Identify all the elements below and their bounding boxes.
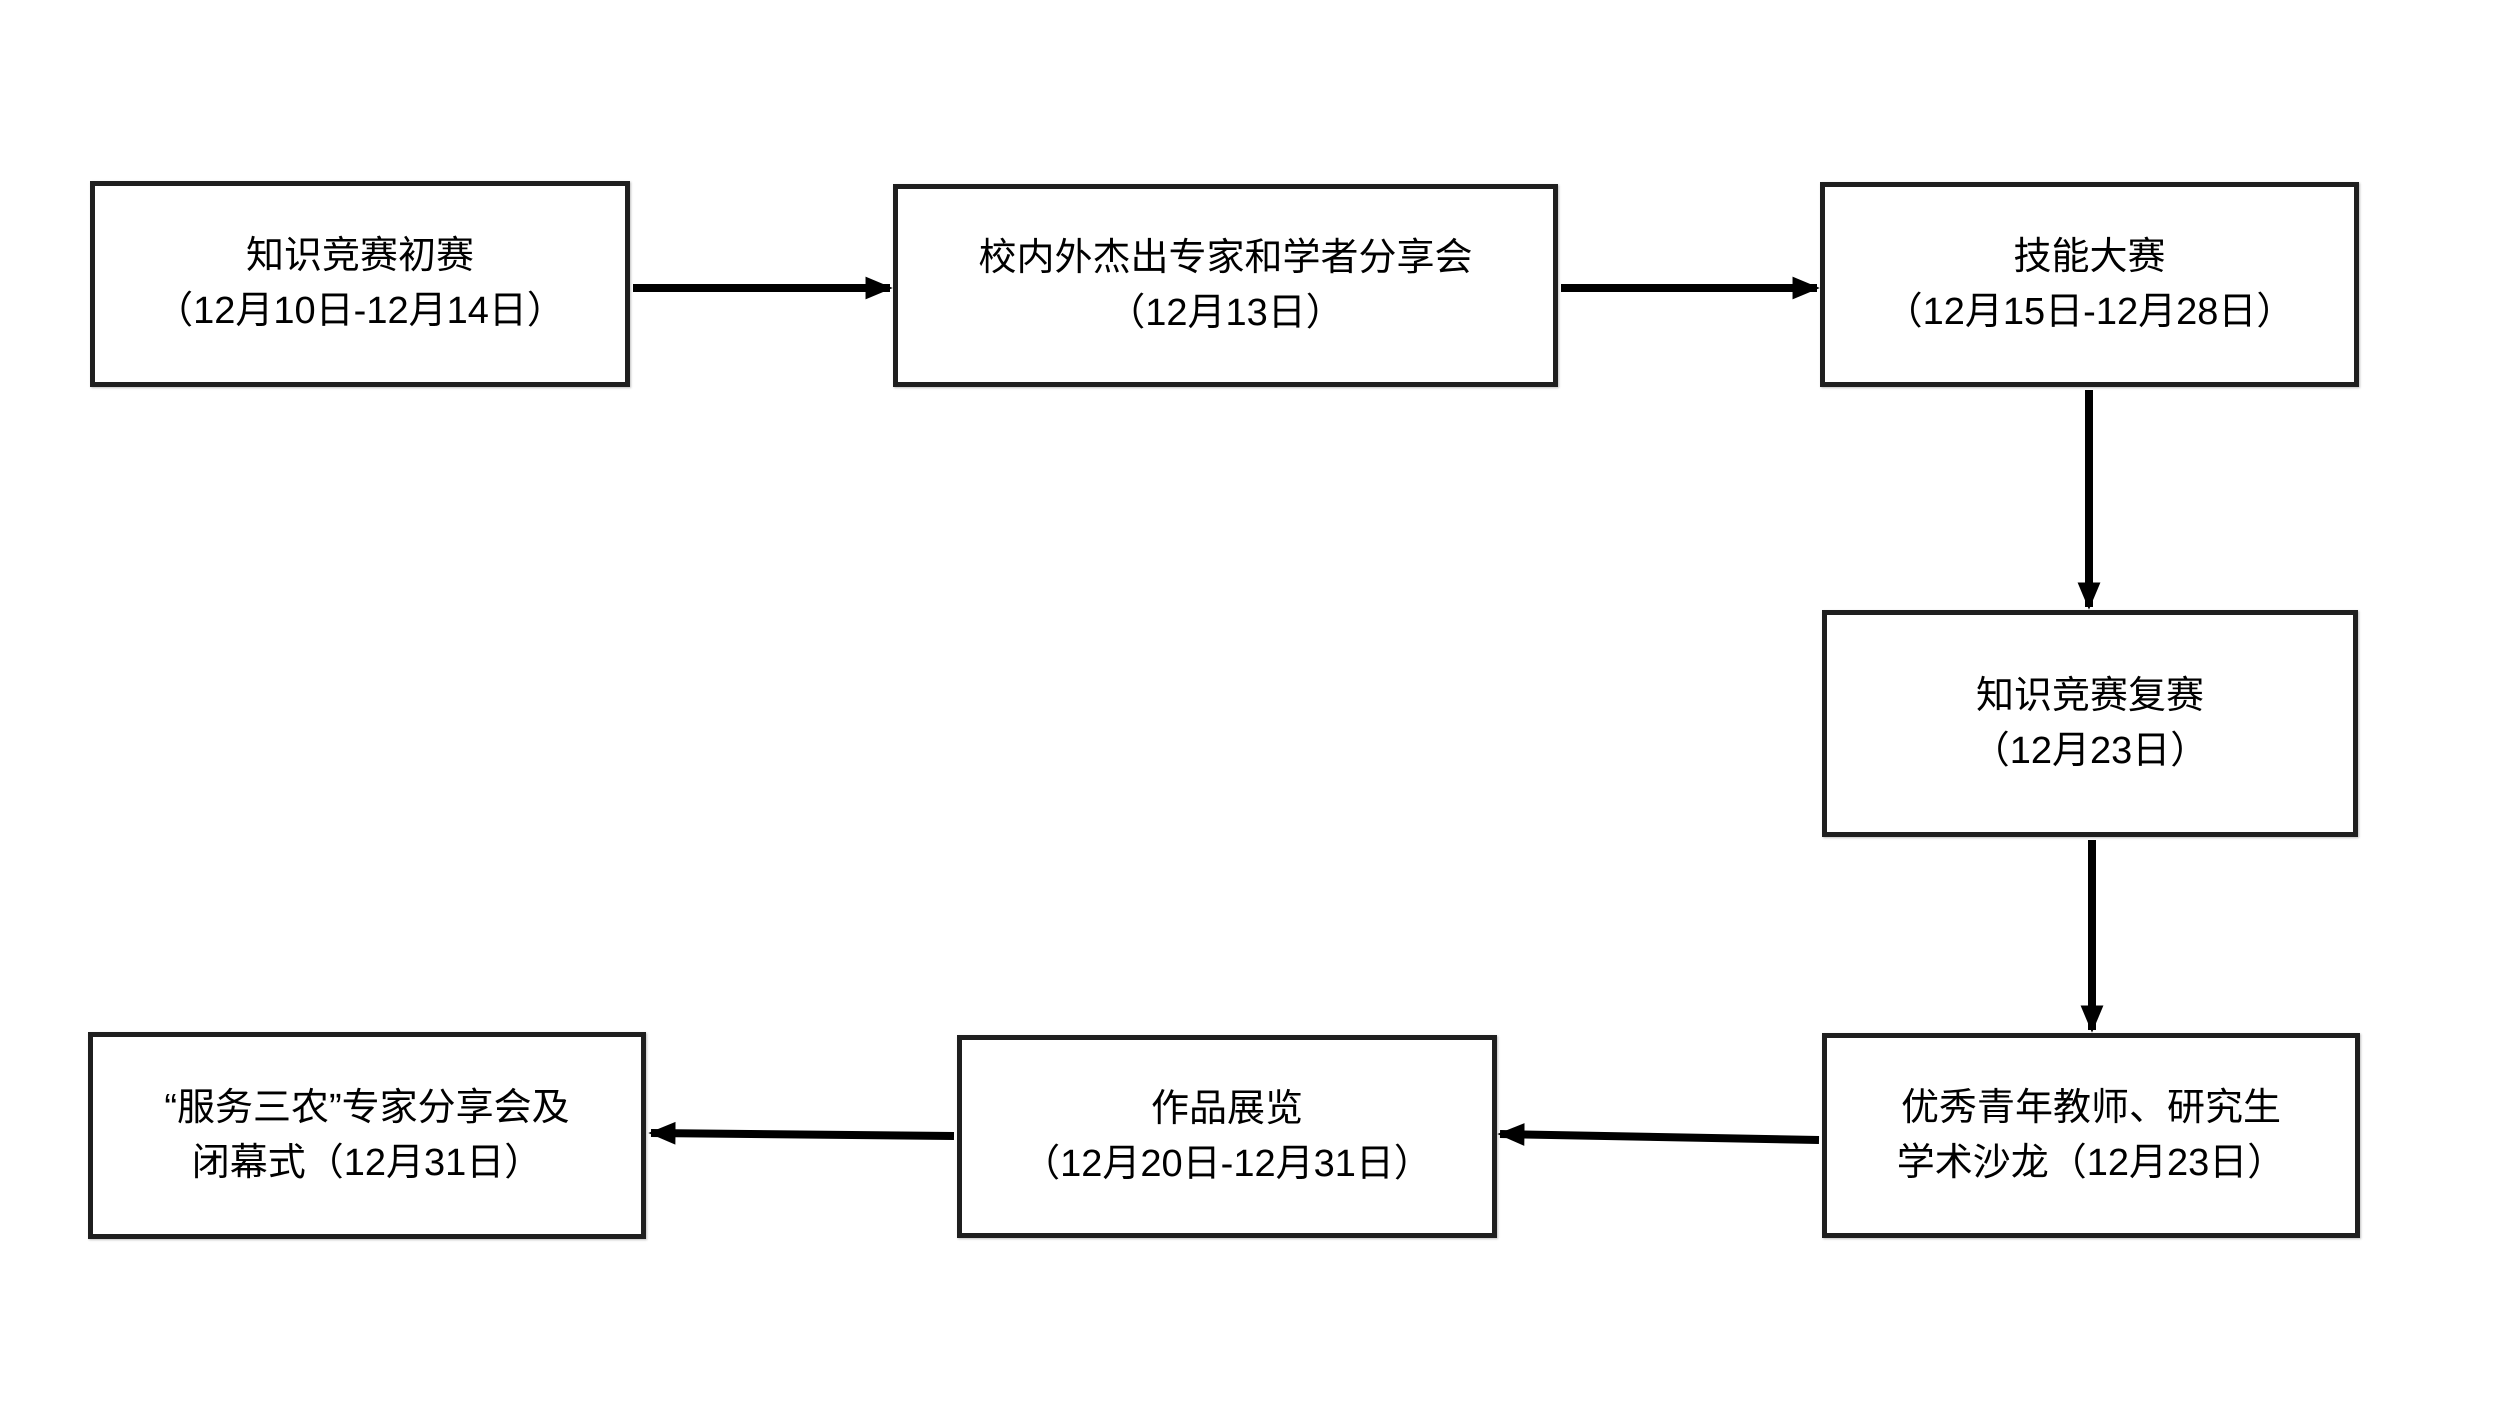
node-title-continued: 闭幕式（12月31日） bbox=[191, 1141, 543, 1184]
node-title: 知识竞赛初赛 bbox=[245, 235, 474, 277]
node-title: 校内外杰出专家和学者分享会 bbox=[978, 236, 1473, 279]
node-date: （12月10日-12月14日） bbox=[155, 290, 565, 332]
node-skills-competition: 技能大赛 （12月15日-12月28日） bbox=[1820, 182, 2359, 387]
node-serving-agriculture-sharing-and-closing-ceremony: “服务三农”专家分享会及 闭幕式（12月31日） bbox=[88, 1032, 646, 1239]
node-knowledge-contest-semifinal: 知识竞赛复赛 （12月23日） bbox=[1822, 610, 2358, 837]
node-date: （12月23日） bbox=[1971, 729, 2209, 772]
node-expert-scholar-sharing-session: 校内外杰出专家和学者分享会 （12月13日） bbox=[893, 184, 1558, 387]
node-young-teachers-graduate-academic-salon: 优秀青年教师、研究生 学术沙龙（12月23日） bbox=[1822, 1033, 2360, 1238]
node-date: （12月20日-12月31日） bbox=[1022, 1142, 1432, 1185]
arrow-exhibition-to-closing bbox=[648, 1121, 955, 1145]
node-title: 知识竞赛复赛 bbox=[1975, 674, 2204, 717]
node-title-continued: 学术沙龙（12月23日） bbox=[1896, 1141, 2286, 1184]
node-works-exhibition: 作品展览 （12月20日-12月31日） bbox=[957, 1035, 1497, 1238]
node-title: 优秀青年教师、研究生 bbox=[1900, 1086, 2281, 1129]
node-date: （12月13日） bbox=[1107, 291, 1344, 334]
node-title: “服务三农”专家分享会及 bbox=[164, 1086, 570, 1129]
node-knowledge-contest-preliminary: 知识竞赛初赛 （12月10日-12月14日） bbox=[90, 181, 630, 387]
node-date: （12月15日-12月28日） bbox=[1884, 290, 2295, 333]
node-title: 技能大赛 bbox=[2013, 235, 2166, 278]
arrow-salon-to-exhibition bbox=[1497, 1123, 1820, 1146]
node-title: 作品展览 bbox=[1150, 1087, 1303, 1130]
